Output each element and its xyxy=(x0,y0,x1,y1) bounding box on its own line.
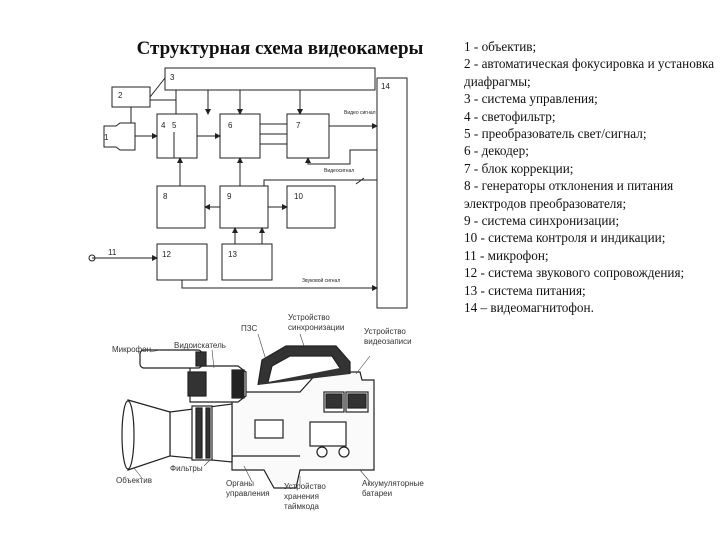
cam-label-viewfinder: Видоискатель xyxy=(174,341,226,350)
legend-item: 2 - автоматическая фокусировка и установ… xyxy=(464,56,715,89)
legend-item: 11 - микрофон; xyxy=(464,247,549,263)
label-9: 9 xyxy=(227,192,232,201)
block-6 xyxy=(219,113,261,159)
legend-item: 12 - система звукового сопровождения; xyxy=(464,265,685,281)
signal-sound: Звуковой сигнал xyxy=(302,277,340,284)
block-11-mic xyxy=(88,254,96,262)
legend-item: 9 - система синхронизации; xyxy=(464,213,620,229)
label-8: 8 xyxy=(163,192,168,201)
label-3: 3 xyxy=(170,73,175,82)
legend-item: 4 - светофильтр; xyxy=(464,108,556,124)
label-7: 7 xyxy=(296,121,301,130)
label-10: 10 xyxy=(294,192,303,201)
legend-item: 14 – видеомагнитофон. xyxy=(464,300,594,316)
label-13: 13 xyxy=(228,250,237,259)
cam-label-lens: Объектив xyxy=(116,476,152,485)
label-14: 14 xyxy=(381,82,390,91)
diagram-title: Структурная схема видеокамеры xyxy=(136,38,424,59)
block-14 xyxy=(376,77,408,309)
signal-video-top: Видео сигнал xyxy=(344,110,376,116)
block-7 xyxy=(286,113,330,159)
block-3 xyxy=(164,67,376,91)
legend-item: 7 - блок коррекции; xyxy=(464,160,574,176)
cam-label-pzs: ПЗС xyxy=(241,324,257,333)
label-5: 5 xyxy=(172,121,177,130)
cam-label-microphone: Микрофон xyxy=(112,345,151,354)
legend-item: 8 - генераторы отклонения и питания элек… xyxy=(464,178,674,211)
label-1: 1 xyxy=(104,133,109,142)
cam-label-filters: Фильтры xyxy=(170,464,203,473)
camera-drawing xyxy=(121,345,375,489)
legend-item: 6 - декодер; xyxy=(464,143,529,159)
legend-item: 5 - преобразователь свет/сигнал; xyxy=(464,126,647,142)
legend-item: 13 - система питания; xyxy=(464,282,586,298)
label-12: 12 xyxy=(162,250,171,259)
legend: 1 - объектив; 2 - автоматическая фокусир… xyxy=(464,38,716,317)
camera-block-diagram: 1 2 3 4 5 6 7 8 9 10 11 12 13 14 Видео с… xyxy=(88,67,424,511)
label-2: 2 xyxy=(118,91,123,100)
legend-item: 10 - система контроля и индикации; xyxy=(464,230,666,246)
label-11: 11 xyxy=(108,248,117,257)
label-6: 6 xyxy=(228,121,233,130)
legend-item: 1 - объектив; xyxy=(464,39,537,54)
block-1-lens xyxy=(103,122,136,151)
block-13 xyxy=(221,243,273,281)
signal-video-out: Видеосигнал xyxy=(324,168,354,174)
label-4: 4 xyxy=(161,121,166,130)
legend-item: 3 - система управления; xyxy=(464,91,598,107)
